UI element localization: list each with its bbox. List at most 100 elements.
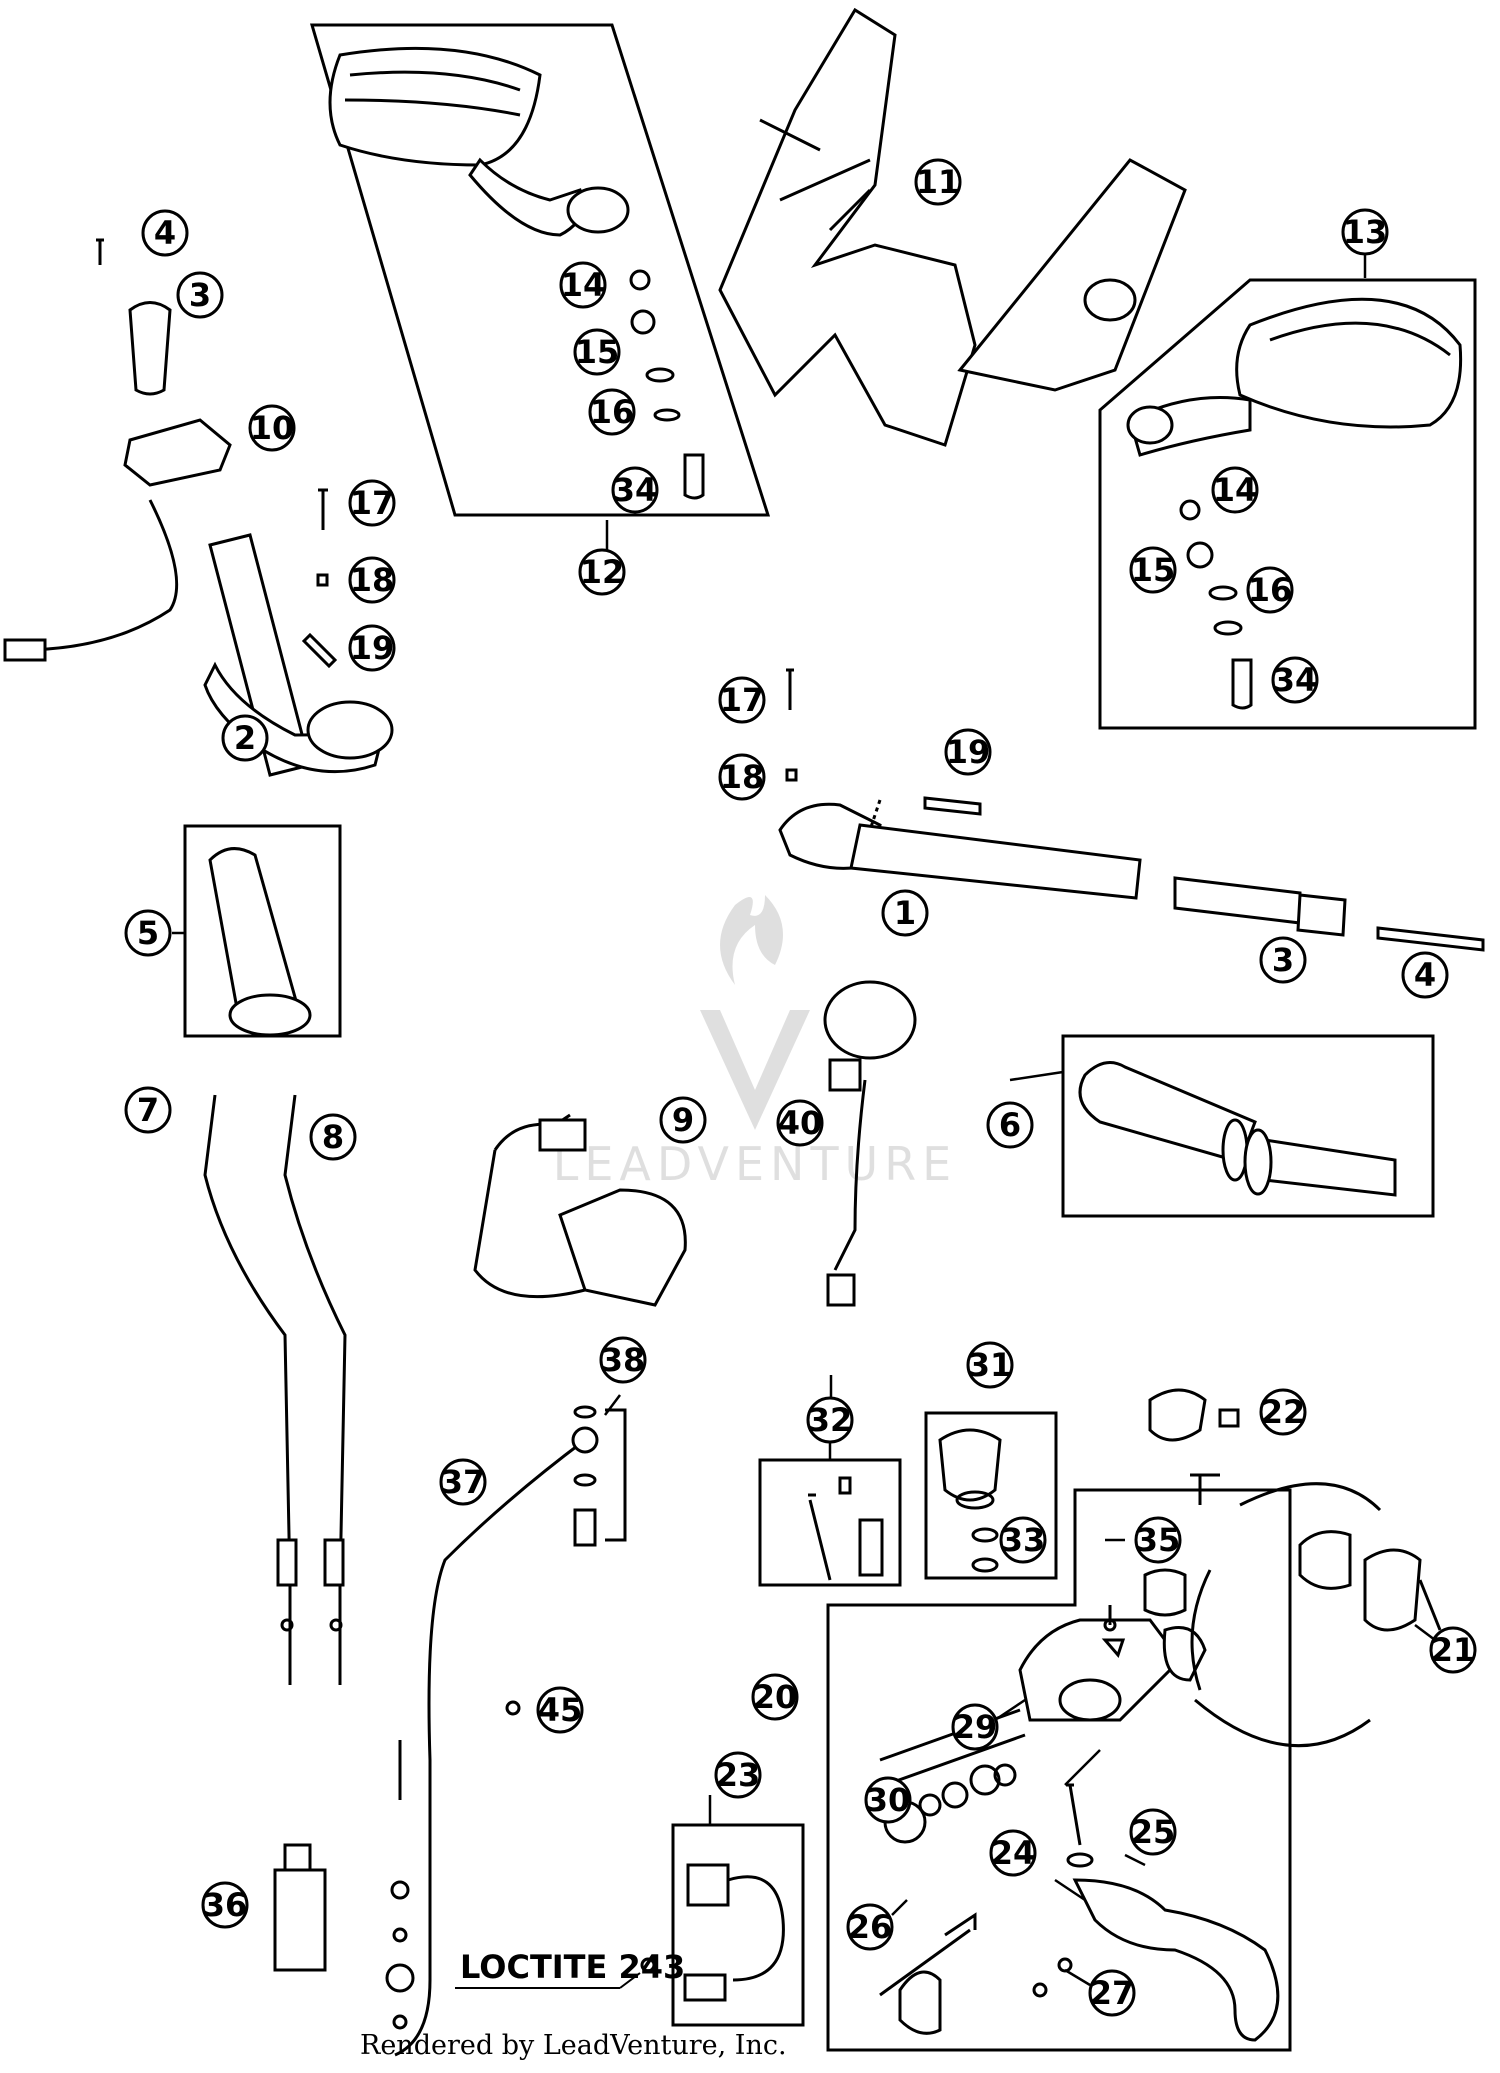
svg-text:15: 15 bbox=[1131, 551, 1176, 589]
svg-text:18: 18 bbox=[720, 758, 765, 796]
callout-17b: 17 bbox=[718, 676, 766, 724]
callout-19b: 19 bbox=[944, 728, 992, 776]
callout-26: 26 bbox=[846, 1903, 894, 1951]
svg-text:25: 25 bbox=[1131, 1813, 1176, 1851]
callout-27: 27 bbox=[1088, 1969, 1136, 2017]
clamp-22 bbox=[1148, 1388, 1240, 1442]
watermark-text: LEADVENTURE bbox=[553, 1137, 958, 1191]
svg-text:26: 26 bbox=[848, 1908, 893, 1946]
reservoir-cap-31 bbox=[924, 1411, 1058, 1580]
clamp-21 bbox=[1363, 1548, 1442, 1632]
grip-left-group bbox=[183, 824, 342, 1038]
repair-kit-32 bbox=[758, 1458, 902, 1587]
svg-text:9: 9 bbox=[672, 1101, 694, 1139]
callout-4b: 4 bbox=[1401, 951, 1449, 999]
svg-text:13: 13 bbox=[1343, 213, 1388, 251]
callout-32: 32 bbox=[806, 1396, 854, 1444]
svg-text:22: 22 bbox=[1261, 1393, 1306, 1431]
brake-fluid-bottle bbox=[273, 1843, 327, 1972]
svg-text:45: 45 bbox=[538, 1691, 583, 1729]
svg-text:17: 17 bbox=[720, 681, 765, 719]
callout-34a: 34 bbox=[611, 466, 659, 514]
svg-text:19: 19 bbox=[946, 733, 991, 771]
callout-2: 2 bbox=[221, 714, 269, 762]
loctite-leader bbox=[619, 1972, 641, 1989]
callout-35: 35 bbox=[1134, 1516, 1182, 1564]
footer-credit: Rendered by LeadVenture, Inc. bbox=[360, 2030, 787, 2061]
callout-15b: 15 bbox=[1129, 546, 1177, 594]
svg-text:1: 1 bbox=[894, 894, 916, 932]
brake-switch-group bbox=[640, 1823, 805, 2027]
callout-23: 23 bbox=[714, 1751, 762, 1799]
svg-text:15: 15 bbox=[575, 333, 620, 371]
callouts: 1 2 3 3 4 4 5 6 7 8 9 10 11 12 13 14 14 … bbox=[124, 158, 1477, 2017]
svg-text:18: 18 bbox=[350, 561, 395, 599]
callout-13: 13 bbox=[1341, 208, 1389, 256]
callout-22: 22 bbox=[1259, 1388, 1307, 1436]
left-switch-assembly bbox=[3, 238, 394, 777]
callout-33: 33 bbox=[999, 1516, 1047, 1564]
svg-text:36: 36 bbox=[203, 1886, 248, 1924]
callout-14a: 14 bbox=[559, 261, 607, 309]
svg-text:32: 32 bbox=[808, 1401, 853, 1439]
svg-text:16: 16 bbox=[590, 393, 635, 431]
svg-text:12: 12 bbox=[580, 553, 625, 591]
callout-4a: 4 bbox=[141, 209, 189, 257]
handlebar-bracket bbox=[718, 7, 1187, 447]
callout-25: 25 bbox=[1129, 1808, 1177, 1856]
screw-part-45 bbox=[505, 1700, 521, 1716]
callout-19a: 19 bbox=[348, 624, 396, 672]
svg-text:38: 38 bbox=[601, 1341, 646, 1379]
throttle-cables bbox=[203, 1094, 347, 1685]
grips-group bbox=[1061, 1034, 1435, 1218]
callout-7: 7 bbox=[124, 1086, 172, 1134]
handlebar-assembly bbox=[778, 668, 1485, 952]
callout-11: 11 bbox=[914, 158, 962, 206]
callout-36: 36 bbox=[201, 1881, 249, 1929]
callout-40: 40 bbox=[776, 1099, 824, 1147]
watermark-logo: LEADVENTURE bbox=[553, 895, 958, 1191]
callout-30: 30 bbox=[864, 1776, 912, 1824]
svg-text:17: 17 bbox=[350, 484, 395, 522]
callout-6: 6 bbox=[986, 1101, 1034, 1149]
callout-37: 37 bbox=[439, 1458, 487, 1506]
callout-31: 31 bbox=[966, 1341, 1014, 1389]
svg-text:20: 20 bbox=[753, 1678, 798, 1716]
svg-text:10: 10 bbox=[250, 409, 295, 447]
loctite-label: LOCTITE 243 bbox=[460, 1948, 685, 1986]
svg-text:3: 3 bbox=[1272, 941, 1294, 979]
svg-text:34: 34 bbox=[613, 471, 658, 509]
callout-17a: 17 bbox=[348, 479, 396, 527]
svg-text:27: 27 bbox=[1090, 1974, 1135, 2012]
brake-line bbox=[385, 1405, 627, 2057]
svg-text:11: 11 bbox=[916, 163, 961, 201]
svg-text:2: 2 bbox=[234, 719, 256, 757]
svg-text:3: 3 bbox=[189, 276, 211, 314]
callout-3b: 3 bbox=[1259, 936, 1307, 984]
callout-38: 38 bbox=[599, 1336, 647, 1384]
callout-20: 20 bbox=[751, 1673, 799, 1721]
svg-text:35: 35 bbox=[1136, 1521, 1181, 1559]
callout-18a: 18 bbox=[348, 556, 396, 604]
svg-text:37: 37 bbox=[441, 1463, 486, 1501]
svg-text:16: 16 bbox=[1248, 571, 1293, 609]
callout-1: 1 bbox=[881, 889, 929, 937]
svg-text:30: 30 bbox=[866, 1781, 911, 1819]
mirror-left-group bbox=[309, 23, 771, 517]
callout-16b: 16 bbox=[1246, 566, 1294, 614]
svg-text:4: 4 bbox=[1414, 956, 1436, 994]
svg-text:14: 14 bbox=[561, 266, 606, 304]
svg-text:8: 8 bbox=[322, 1118, 344, 1156]
svg-text:6: 6 bbox=[999, 1106, 1021, 1144]
svg-text:29: 29 bbox=[953, 1708, 998, 1746]
callout-45: 45 bbox=[536, 1686, 584, 1734]
switch-part-9 bbox=[473, 1113, 687, 1307]
callout-24: 24 bbox=[989, 1829, 1037, 1877]
callout-5: 5 bbox=[124, 909, 172, 957]
svg-text:31: 31 bbox=[968, 1346, 1013, 1384]
svg-text:23: 23 bbox=[716, 1756, 761, 1794]
callout-8: 8 bbox=[309, 1113, 357, 1161]
switch-part-40 bbox=[823, 980, 917, 1307]
svg-text:34: 34 bbox=[1273, 661, 1318, 699]
